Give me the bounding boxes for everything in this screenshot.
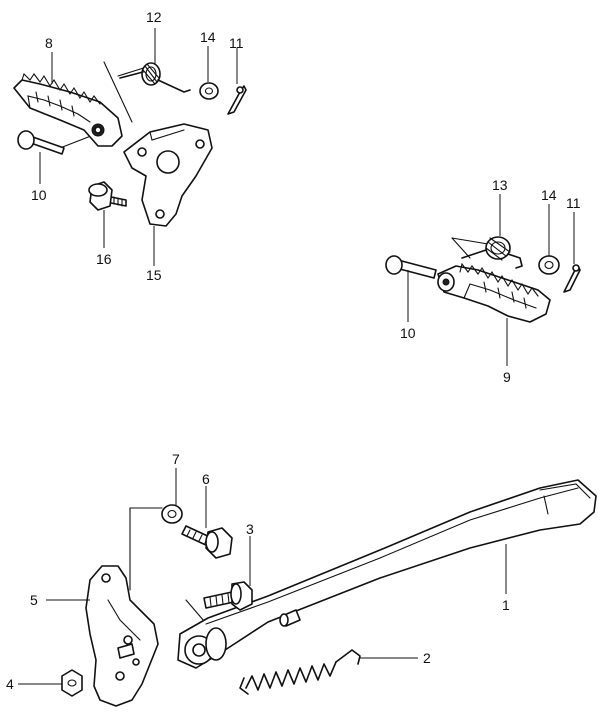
cotter-pin-part-11 [563,264,581,293]
footpeg-part-8 [13,72,123,147]
washer-part-14 [199,82,219,100]
washer-part-7 [161,504,183,524]
assembly-guide-line [451,237,489,245]
callout-2: 2 [423,650,431,666]
footpeg-spring-part-13 [461,236,523,269]
callout-14: 14 [541,187,557,203]
footpeg-spring-part-12 [119,62,191,93]
stand-bracket-part-5 [85,565,159,707]
callout-10: 10 [400,325,416,341]
cotter-pin-part-11 [227,85,247,115]
clevis-pin-part-10 [17,130,65,155]
washer-part-14 [538,255,560,275]
footpeg-part-9 [437,262,551,323]
assembly-guide-line [451,237,471,259]
callout-11: 11 [566,195,581,211]
bolt-part-6 [181,525,233,559]
right-footpeg-assembly [385,236,581,323]
assembly-guide-line [129,507,163,591]
callout-3: 3 [246,521,254,537]
clevis-pin-part-10 [385,255,437,279]
callout-13: 13 [492,177,508,193]
callout-10: 10 [31,187,47,203]
bolt-part-16 [88,181,127,211]
leader-lines [18,28,575,685]
callout-16: 16 [96,251,112,267]
callout-15: 15 [146,267,162,283]
callout-6: 6 [202,471,210,487]
footpeg-bracket-part-15 [123,123,213,227]
assembly-guide-line [103,61,133,123]
callout-14: 14 [200,29,216,45]
callout-4: 4 [6,676,14,692]
bolt-part-3 [203,581,253,611]
callout-9: 9 [503,369,511,385]
callout-12: 12 [146,9,162,25]
callout-11: 11 [229,35,244,51]
callout-1: 1 [502,597,510,613]
left-footpeg-assembly [13,61,247,227]
callout-7: 7 [172,451,180,467]
callout-labels: 12 8 14 11 10 16 15 13 14 11 10 9 7 6 3 … [6,9,581,692]
return-spring-part-2 [239,649,361,695]
side-stand-bar-part-1 [177,479,597,669]
side-stand-assembly [61,479,597,707]
callout-8: 8 [45,35,53,51]
callout-5: 5 [30,592,38,608]
nut-part-4 [61,669,83,697]
